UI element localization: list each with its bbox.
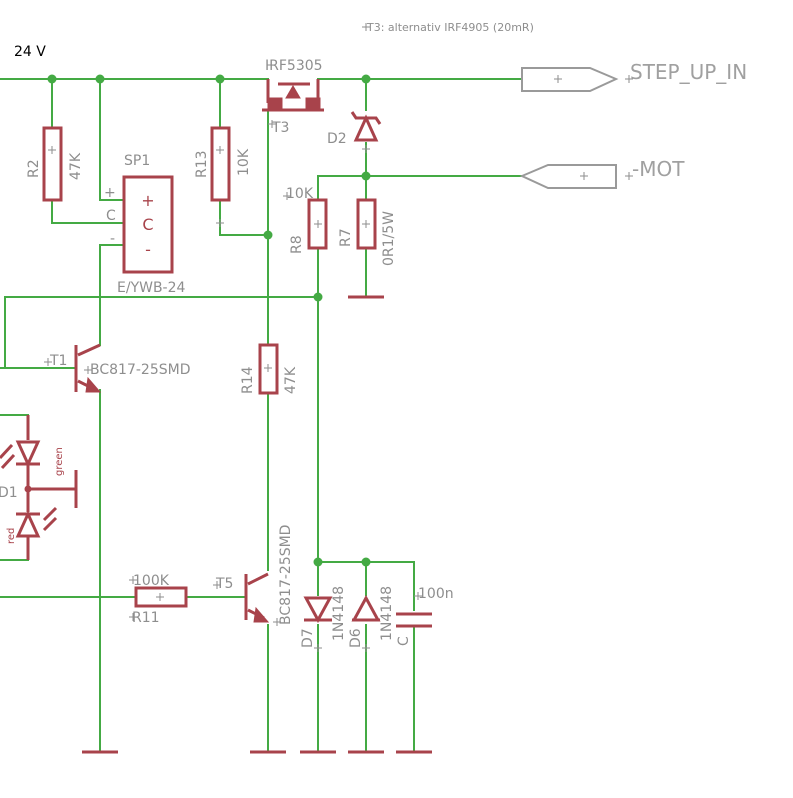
t3-value: IRF5305 xyxy=(265,58,323,74)
resistor-r11: 100K R11 xyxy=(129,573,188,626)
t5-name: T5 xyxy=(215,576,233,592)
sp1-pin-minus: - xyxy=(110,231,115,247)
sp1-pin-c: C xyxy=(106,208,116,224)
led-d1-name: D1 xyxy=(0,485,18,501)
c-name: C xyxy=(396,636,412,646)
capacitor-c: 100n C xyxy=(396,586,454,646)
led-green-label: green xyxy=(54,447,65,476)
r13-value: 10K xyxy=(236,148,252,176)
junction-dot xyxy=(263,230,273,240)
resistor-r7: R7 0R1/5W xyxy=(338,198,397,266)
d2-name: D2 xyxy=(327,131,347,147)
resistor-r13: R13 10K xyxy=(194,126,252,227)
r8-value: 10K xyxy=(286,186,314,202)
r14-name: R14 xyxy=(240,366,256,394)
junction-dot xyxy=(215,74,225,84)
sp1-c-mark: C xyxy=(142,215,153,234)
junction-dot xyxy=(313,292,323,302)
header-notes: T3: alternativ IRF4905 (20mR) 24 V xyxy=(14,21,534,60)
r14-value: 47K xyxy=(283,366,299,394)
t1-name: T1 xyxy=(49,353,67,369)
junction-dot xyxy=(361,171,371,181)
wires xyxy=(0,78,523,753)
zener-d2: D2 xyxy=(327,111,382,153)
r7-value: 0R1/5W xyxy=(381,211,397,266)
ground-symbols xyxy=(28,295,432,754)
transistor-t5: T5 BC817-25SMD xyxy=(213,525,294,626)
net-24v-label: 24 V xyxy=(14,44,46,60)
d6-name: D6 xyxy=(348,628,364,648)
r13-name: R13 xyxy=(194,150,210,178)
led-red-label: red xyxy=(6,528,17,544)
sp1-name: SP1 xyxy=(124,153,150,169)
resistor-r2: R2 47K xyxy=(26,126,84,202)
mosfet-t3: IRF5305 T3 xyxy=(262,58,324,136)
resistor-r8: 10K R8 xyxy=(283,186,328,254)
t5-value: BC817-25SMD xyxy=(278,525,294,625)
r8-name: R8 xyxy=(289,235,305,254)
sp1-pin-plus: + xyxy=(104,185,116,201)
port-step-up-in: STEP_UP_IN xyxy=(521,60,747,92)
diode-d6: D6 1N4148 xyxy=(348,586,395,652)
alternative-note: T3: alternativ IRF4905 (20mR) xyxy=(366,21,534,34)
junction-dot xyxy=(361,74,371,84)
resistor-r14: R14 47K xyxy=(240,343,299,395)
d6-value: 1N4148 xyxy=(379,586,395,641)
r11-value: 100K xyxy=(133,573,170,589)
t3-name: T3 xyxy=(271,120,289,136)
d7-value: 1N4148 xyxy=(331,586,347,641)
transistor-t1: T1 BC817-25SMD xyxy=(44,343,190,393)
r7-name: R7 xyxy=(338,228,354,247)
junction-dot xyxy=(95,74,105,84)
port-mot-label: -MOT xyxy=(632,157,685,181)
port-mot: -MOT xyxy=(519,157,685,189)
c-value: 100n xyxy=(418,586,454,602)
diode-d7: D7 1N4148 xyxy=(300,586,347,652)
junction-dot xyxy=(313,557,323,567)
junctions xyxy=(47,74,371,567)
junction-dot xyxy=(361,557,371,567)
sp1-value: E/YWB-24 xyxy=(117,280,186,296)
r2-value: 47K xyxy=(68,152,84,180)
port-step-up-in-label: STEP_UP_IN xyxy=(630,60,747,84)
sp1-minus-mark: - xyxy=(145,240,151,259)
component-sp1: + C - + C - SP1 E/YWB-24 xyxy=(104,153,186,296)
junction-dot xyxy=(47,74,57,84)
sp1-plus-mark: + xyxy=(141,191,154,210)
r2-name: R2 xyxy=(26,159,42,178)
d7-name: D7 xyxy=(300,628,316,648)
led-d1: green red D1 xyxy=(0,415,65,560)
t1-value: BC817-25SMD xyxy=(90,362,190,378)
r11-name: R11 xyxy=(132,610,160,626)
